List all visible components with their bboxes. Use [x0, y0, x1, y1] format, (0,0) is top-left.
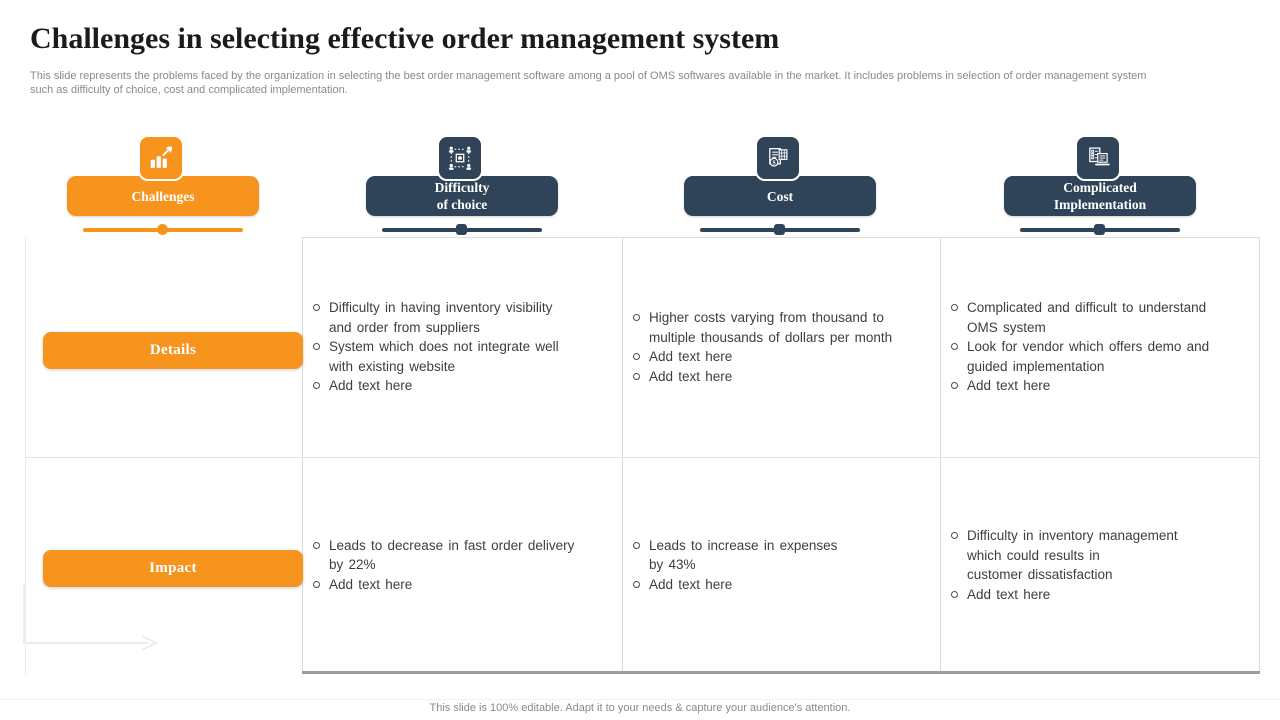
column-header-complicated-implementation: Complicated Implementation — [1004, 135, 1196, 240]
footer-note: This slide is 100% editable. Adapt it to… — [429, 702, 851, 714]
list-item: Add text here — [951, 585, 1243, 605]
list-item: Look for vendor which offers demo and gu… — [951, 337, 1243, 376]
bullet-list: Leads to decrease in fast order delivery… — [313, 536, 605, 595]
bullet-list: Higher costs varying from thousand to mu… — [633, 308, 923, 386]
list-item: Leads to increase in expenses by 43% — [633, 536, 923, 575]
circle-bullet-icon — [951, 590, 958, 598]
list-item: Add text here — [633, 347, 923, 367]
faint-right-arrow-icon — [23, 584, 159, 651]
list-item: Add text here — [313, 575, 605, 595]
circle-bullet-icon — [633, 353, 640, 360]
circle-bullet-icon — [633, 541, 640, 549]
table-grid-line — [25, 457, 1260, 458]
circle-bullet-icon — [633, 372, 640, 380]
slide-description: This slide represents the problems faced… — [30, 70, 1147, 96]
challenges-header-button: Challenges — [67, 176, 259, 216]
footer-divider — [0, 699, 1280, 700]
column-header-difficulty-of-choice: Difficulty of choice — [366, 135, 558, 240]
list-item: Add text here — [633, 575, 923, 595]
table-grid-line — [1259, 237, 1260, 674]
circle-bullet-icon — [313, 580, 320, 588]
bullet-list: Difficulty in having inventory visibilit… — [313, 298, 605, 396]
laptop-checklist-icon — [1075, 135, 1121, 181]
slider-knob — [456, 224, 467, 235]
circle-bullet-icon — [633, 314, 640, 321]
complicated-implementation-header-button: Complicated Implementation — [1004, 176, 1196, 216]
list-item: Complicated and difficult to understand … — [951, 298, 1243, 337]
circle-bullet-icon — [313, 343, 320, 351]
impact-difficulty-cell: Leads to decrease in fast order delivery… — [303, 458, 621, 672]
cost-slider — [700, 224, 860, 236]
bullet-list: Complicated and difficult to understand … — [951, 298, 1243, 396]
table-grid-line — [302, 237, 1260, 238]
circle-bullet-icon — [313, 541, 320, 549]
row-label-details: Details — [43, 332, 303, 369]
bullet-list: Leads to increase in expenses by 43% Add… — [633, 536, 923, 595]
circle-bullet-icon — [951, 304, 958, 312]
list-item: Difficulty in inventory management which… — [951, 526, 1243, 585]
circle-bullet-icon — [313, 304, 320, 312]
bullet-list: Difficulty in inventory management which… — [951, 526, 1243, 604]
column-header-challenges: Challenges — [67, 135, 259, 240]
table-grid-line — [940, 237, 941, 674]
challenges-slider — [83, 224, 243, 236]
list-item: Difficulty in having inventory visibilit… — [313, 298, 605, 337]
circle-bullet-icon — [951, 343, 958, 351]
table-grid-line — [622, 237, 623, 674]
table-grid-line — [25, 237, 26, 674]
circle-bullet-icon — [313, 382, 320, 390]
impact-cost-cell: Leads to increase in expenses by 43% Add… — [623, 458, 939, 672]
details-difficulty-cell: Difficulty in having inventory visibilit… — [303, 238, 621, 456]
circle-bullet-icon — [951, 532, 958, 539]
circle-bullet-icon — [633, 580, 640, 588]
table-grid-line — [302, 237, 303, 674]
slide-title: Challenges in selecting effective order … — [30, 22, 780, 55]
growth-bar-chart-icon — [138, 135, 184, 181]
details-implementation-cell: Complicated and difficult to understand … — [941, 238, 1259, 456]
list-item: System which does not integrate well wit… — [313, 337, 605, 376]
impact-implementation-cell: Difficulty in inventory management which… — [941, 458, 1259, 672]
column-header-cost: $ Cost — [684, 135, 876, 240]
svg-text:$: $ — [773, 159, 776, 166]
complicated-implementation-slider — [1020, 224, 1180, 236]
list-item: Leads to decrease in fast order delivery… — [313, 536, 605, 575]
slider-knob — [157, 224, 168, 235]
details-cost-cell: Higher costs varying from thousand to mu… — [623, 238, 939, 456]
table-bottom-border — [302, 671, 1260, 674]
cost-header-button: Cost — [684, 176, 876, 216]
circle-bullet-icon — [951, 382, 958, 390]
list-item: Add text here — [313, 376, 605, 396]
row-label-impact: Impact — [43, 550, 303, 587]
list-item: Add text here — [633, 367, 923, 387]
difficulty-of-choice-slider — [382, 224, 542, 236]
difficulty-of-choice-header-button: Difficulty of choice — [366, 176, 558, 216]
team-network-icon — [437, 135, 483, 181]
invoice-calculator-icon: $ — [755, 135, 801, 181]
list-item: Higher costs varying from thousand to mu… — [633, 308, 923, 347]
slider-knob — [1094, 224, 1105, 235]
list-item: Add text here — [951, 376, 1243, 396]
slider-knob — [774, 224, 785, 235]
